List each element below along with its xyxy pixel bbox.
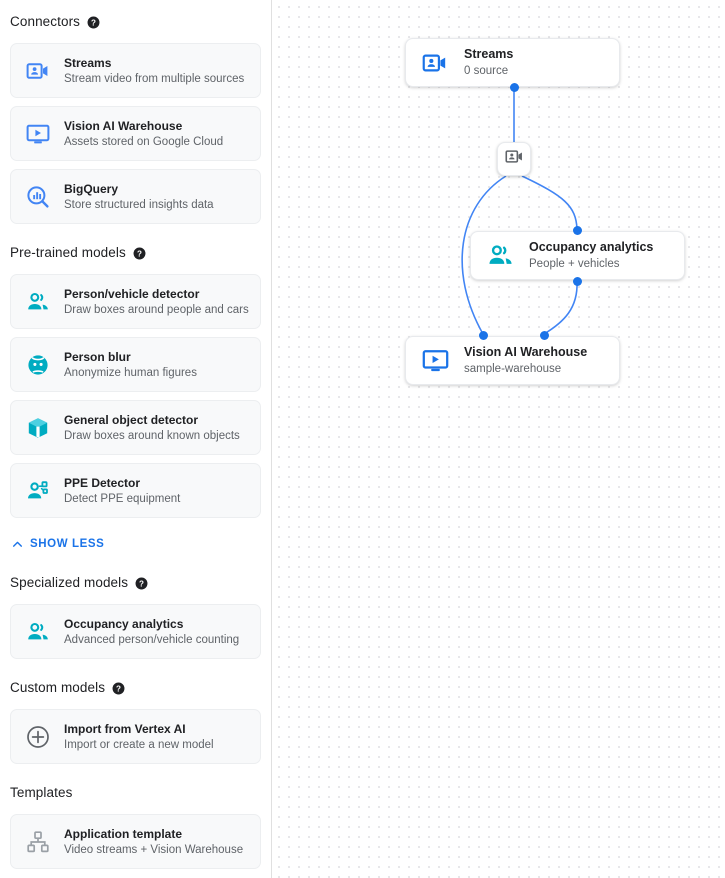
video-camera-person-icon xyxy=(504,147,524,171)
node-text: Streams 0 source xyxy=(464,47,513,79)
component-sidebar: Connectors ? Streams Stream video from m… xyxy=(0,0,272,878)
card-subtitle: Detect PPE equipment xyxy=(64,492,181,505)
card-subtitle: Advanced person/vehicle counting xyxy=(64,633,240,646)
graph-node-stream-relay[interactable] xyxy=(497,142,531,176)
show-less-label: SHOW LESS xyxy=(30,538,105,550)
graph-edges xyxy=(461,87,578,335)
port-warehouse-input-left[interactable] xyxy=(479,331,488,340)
section-title: Custom models xyxy=(10,680,106,695)
card-subtitle: Video streams + Vision Warehouse xyxy=(64,843,244,856)
face-blur-icon xyxy=(25,352,51,378)
card-vision-ai-warehouse[interactable]: Vision AI Warehouse Assets stored on Goo… xyxy=(10,106,261,161)
section-header-custom-models: Custom models ? xyxy=(0,677,271,699)
card-text: Person blur Anonymize human figures xyxy=(64,350,197,380)
svg-text:?: ? xyxy=(91,18,96,27)
show-less-button[interactable]: SHOW LESS xyxy=(0,534,271,554)
card-title: BigQuery xyxy=(64,181,119,196)
card-streams[interactable]: Streams Stream video from multiple sourc… xyxy=(10,43,261,98)
card-text: Vision AI Warehouse Assets stored on Goo… xyxy=(64,119,223,149)
card-title: PPE Detector xyxy=(64,475,141,490)
people-icon xyxy=(25,289,51,315)
card-title: General object detector xyxy=(64,412,199,427)
svg-text:?: ? xyxy=(116,684,121,693)
card-title: Import from Vertex AI xyxy=(64,721,186,736)
section-header-specialized-models: Specialized models ? xyxy=(0,572,271,594)
people-icon xyxy=(25,619,51,645)
card-subtitle: Store structured insights data xyxy=(64,198,214,211)
hierarchy-icon xyxy=(25,829,51,855)
person-ppe-icon xyxy=(25,478,51,504)
node-subtitle: 0 source xyxy=(464,64,509,77)
edge-relay-to-warehouse xyxy=(461,175,507,335)
port-streams-output[interactable] xyxy=(510,83,519,92)
card-title: Vision AI Warehouse xyxy=(64,118,183,133)
card-title: Person/vehicle detector xyxy=(64,286,200,301)
card-subtitle: Assets stored on Google Cloud xyxy=(64,135,224,148)
node-subtitle: sample-warehouse xyxy=(464,362,562,375)
card-title: Person blur xyxy=(64,349,131,364)
section-header-templates: Templates xyxy=(0,782,271,804)
node-text: Vision AI Warehouse sample-warehouse xyxy=(464,345,587,377)
card-occupancy-analytics[interactable]: Occupancy analytics Advanced person/vehi… xyxy=(10,604,261,659)
card-text: Import from Vertex AI Import or create a… xyxy=(64,722,214,752)
section-title: Pre-trained models xyxy=(10,245,126,260)
card-subtitle: Stream video from multiple sources xyxy=(64,72,245,85)
help-icon[interactable]: ? xyxy=(112,682,125,695)
card-title: Streams xyxy=(64,55,112,70)
graph-node-vision-ai-warehouse[interactable]: Vision AI Warehouse sample-warehouse xyxy=(405,336,620,385)
card-text: BigQuery Store structured insights data xyxy=(64,182,214,212)
card-person-vehicle-detector[interactable]: Person/vehicle detector Draw boxes aroun… xyxy=(10,274,261,329)
section-header-pretrained-models: Pre-trained models ? xyxy=(0,242,271,264)
video-camera-person-icon xyxy=(25,58,51,84)
section-header-connectors: Connectors ? xyxy=(0,11,271,33)
card-text: Application template Video streams + Vis… xyxy=(64,827,243,857)
node-title: Occupancy analytics xyxy=(529,239,654,254)
node-title: Streams xyxy=(464,46,514,61)
card-import-from-vertex-ai[interactable]: Import from Vertex AI Import or create a… xyxy=(10,709,261,764)
card-text: Person/vehicle detector Draw boxes aroun… xyxy=(64,287,249,317)
section-title: Specialized models xyxy=(10,575,129,590)
monitor-play-icon xyxy=(420,346,450,376)
card-subtitle: Draw boxes around known objects xyxy=(64,429,240,442)
card-person-blur[interactable]: Person blur Anonymize human figures xyxy=(10,337,261,392)
card-title: Occupancy analytics xyxy=(64,616,184,631)
monitor-play-icon xyxy=(25,121,51,147)
card-text: PPE Detector Detect PPE equipment xyxy=(64,476,180,506)
cube-icon xyxy=(25,415,51,441)
magnifier-barchart-icon xyxy=(25,184,51,210)
graph-canvas[interactable]: Streams 0 source xyxy=(272,0,725,878)
plus-circle-icon xyxy=(25,724,51,750)
help-icon[interactable]: ? xyxy=(87,16,100,29)
edge-occupancy-to-warehouse xyxy=(543,281,578,335)
card-text: Occupancy analytics Advanced person/vehi… xyxy=(64,617,239,647)
svg-text:?: ? xyxy=(139,579,144,588)
section-title: Connectors xyxy=(10,14,81,29)
card-title: Application template xyxy=(64,826,183,841)
port-warehouse-input-right[interactable] xyxy=(540,331,549,340)
card-subtitle: Import or create a new model xyxy=(64,738,214,751)
help-icon[interactable]: ? xyxy=(133,247,146,260)
graph-node-occupancy-analytics[interactable]: Occupancy analytics People + vehicles xyxy=(470,231,685,280)
card-ppe-detector[interactable]: PPE Detector Detect PPE equipment xyxy=(10,463,261,518)
node-subtitle: People + vehicles xyxy=(529,257,620,270)
section-title: Templates xyxy=(10,785,73,800)
card-subtitle: Draw boxes around people and cars xyxy=(64,303,249,316)
node-title: Vision AI Warehouse xyxy=(464,344,588,359)
port-occupancy-input[interactable] xyxy=(573,226,582,235)
card-general-object-detector[interactable]: General object detector Draw boxes aroun… xyxy=(10,400,261,455)
card-bigquery[interactable]: BigQuery Store structured insights data xyxy=(10,169,261,224)
video-camera-person-icon xyxy=(420,48,450,78)
card-application-template[interactable]: Application template Video streams + Vis… xyxy=(10,814,261,869)
card-text: General object detector Draw boxes aroun… xyxy=(64,413,240,443)
card-text: Streams Stream video from multiple sourc… xyxy=(64,56,244,86)
chevron-up-icon xyxy=(11,538,24,551)
edge-relay-to-occupancy xyxy=(521,175,578,230)
people-icon xyxy=(485,241,515,271)
svg-text:?: ? xyxy=(137,249,142,258)
port-occupancy-output[interactable] xyxy=(573,277,582,286)
card-subtitle: Anonymize human figures xyxy=(64,366,197,379)
graph-node-streams[interactable]: Streams 0 source xyxy=(405,38,620,87)
help-icon[interactable]: ? xyxy=(135,577,148,590)
node-text: Occupancy analytics People + vehicles xyxy=(529,240,653,272)
